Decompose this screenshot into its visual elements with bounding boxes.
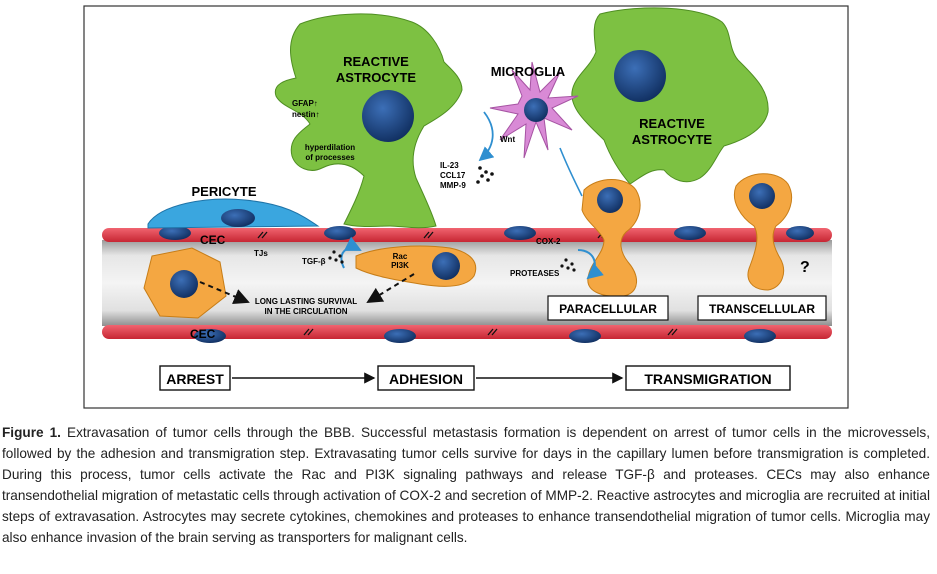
label-paracellular: PARACELLULAR [559,302,657,316]
label-cec-top: CEC [200,233,226,247]
figure-caption: Figure 1. Extravasation of tumor cells t… [2,422,930,548]
label-pi3k: PI3K [391,261,409,270]
step-arrest: ARREST [166,371,224,387]
label-cox2: COX-2 [536,237,561,246]
label-rac: Rac [393,252,408,261]
label-nestin: nestin↑ [292,110,320,119]
diagram-svg: REACTIVE ASTROCYTE REACTIVE ASTROCYTE MI… [83,5,849,409]
pericyte-cell [147,198,320,229]
endothelium-bottom [102,325,832,343]
label-hyperdilation-2: of processes [305,153,355,162]
tgfb-autocrine-arrow [340,236,362,269]
label-microglia: MICROGLIA [491,64,566,79]
step-adhesion: ADHESION [389,371,463,387]
tumor-cell-arrest [143,247,227,319]
label-tjs: TJs [254,249,268,258]
microglia-cell [489,61,579,159]
label-question: ? [800,259,810,276]
label-ccl17: CCL17 [440,171,466,180]
label-mmp9: MMP-9 [440,181,466,190]
tumor-cell-adhesion [355,245,477,287]
step-box-transmigration [625,365,791,391]
step-box-arrest [159,365,231,391]
transcellular-box [697,295,827,321]
cox2-protease-arrow [577,249,604,280]
label-reactive-astrocyte-right-1: REACTIVE [639,116,705,131]
paracellular-box [547,295,669,321]
label-gfap: GFAP↑ [292,99,318,108]
step-transmigration: TRANSMIGRATION [644,371,771,387]
label-survival-2: IN THE CIRCULATION [265,307,348,316]
reactive-astrocyte-left [274,13,463,229]
step-box-adhesion [377,365,475,391]
caption-label: Figure 1. [2,425,61,440]
caption-text: Extravasation of tumor cells through the… [2,425,931,545]
label-proteases: PROTEASES [510,269,560,278]
label-reactive-astrocyte-left-2: ASTROCYTE [336,70,417,85]
astrocyte-secretion-arrow [478,111,495,162]
label-reactive-astrocyte-left-1: REACTIVE [343,54,409,69]
label-hyperdilation-1: hyperdilation [305,143,355,152]
microglia-link [559,147,583,197]
secretion-dots [328,166,576,272]
label-tgfb: TGF-β [302,257,326,266]
label-il23: IL-23 [440,161,459,170]
label-wnt: Wnt [500,135,515,144]
reactive-astrocyte-right [571,7,769,185]
label-survival-1: LONG LASTING SURVIVAL [255,297,357,306]
tumor-cell-transcellular [734,173,792,291]
label-cec-bottom: CEC [190,327,216,341]
label-reactive-astrocyte-right-2: ASTROCYTE [632,132,713,147]
label-transcellular: TRANSCELLULAR [709,302,815,316]
label-pericyte: PERICYTE [191,184,256,199]
extravasation-diagram: REACTIVE ASTROCYTE REACTIVE ASTROCYTE MI… [83,5,849,409]
